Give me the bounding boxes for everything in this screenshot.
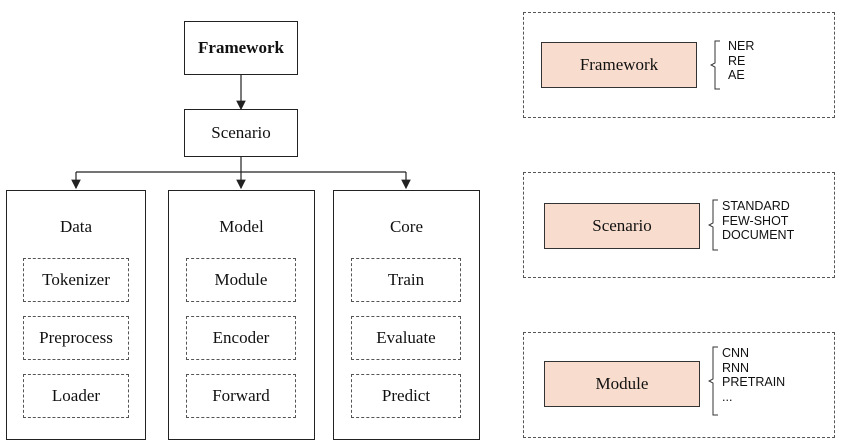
scenario-box: Scenario (184, 109, 298, 157)
framework-box: Framework (184, 21, 298, 75)
option-item: ... (722, 389, 733, 404)
module-label: Module (544, 361, 700, 407)
option-item: AE (728, 68, 745, 82)
framework-options-group: Framework NER RE AE (523, 12, 835, 118)
model-panel: Model Module Encoder Forward (168, 190, 315, 440)
data-panel: Data Tokenizer Preprocess Loader (6, 190, 146, 440)
train-box: Train (351, 258, 461, 302)
module-box: Module (186, 258, 296, 302)
core-panel-title: Core (389, 217, 424, 236)
tokenizer-box: Tokenizer (23, 258, 129, 302)
option-item: STANDARD (722, 199, 790, 213)
option-item: RNN (722, 360, 750, 375)
option-item: NER (728, 39, 755, 53)
framework-label: Framework (541, 42, 697, 88)
scenario-bracket (708, 199, 718, 251)
model-panel-title: Model (219, 217, 264, 236)
core-panel: Core Train Evaluate Predict (333, 190, 480, 440)
option-item: RE (728, 53, 746, 68)
option-item: DOCUMENT (722, 228, 795, 242)
option-item: FEW-SHOT (722, 213, 789, 228)
module-options-group: Module CNN RNN PRETRAIN ... (523, 332, 835, 438)
forward-box: Forward (186, 374, 296, 418)
framework-bracket (710, 40, 720, 90)
scenario-options-list: STANDARD FEW-SHOT DOCUMENT (722, 199, 794, 243)
scenario-label: Scenario (544, 203, 700, 249)
loader-box: Loader (23, 374, 129, 418)
framework-options-list: NER RE AE (728, 39, 754, 83)
encoder-box: Encoder (186, 316, 296, 360)
module-bracket (708, 346, 718, 416)
evaluate-box: Evaluate (351, 316, 461, 360)
option-item: PRETRAIN (722, 375, 786, 389)
module-options-list: CNN RNN PRETRAIN ... (722, 346, 785, 404)
scenario-options-group: Scenario STANDARD FEW-SHOT DOCUMENT (523, 172, 835, 278)
preprocess-box: Preprocess (23, 316, 129, 360)
predict-box: Predict (351, 374, 461, 418)
data-panel-title: Data (59, 217, 93, 236)
option-item: CNN (722, 346, 750, 360)
